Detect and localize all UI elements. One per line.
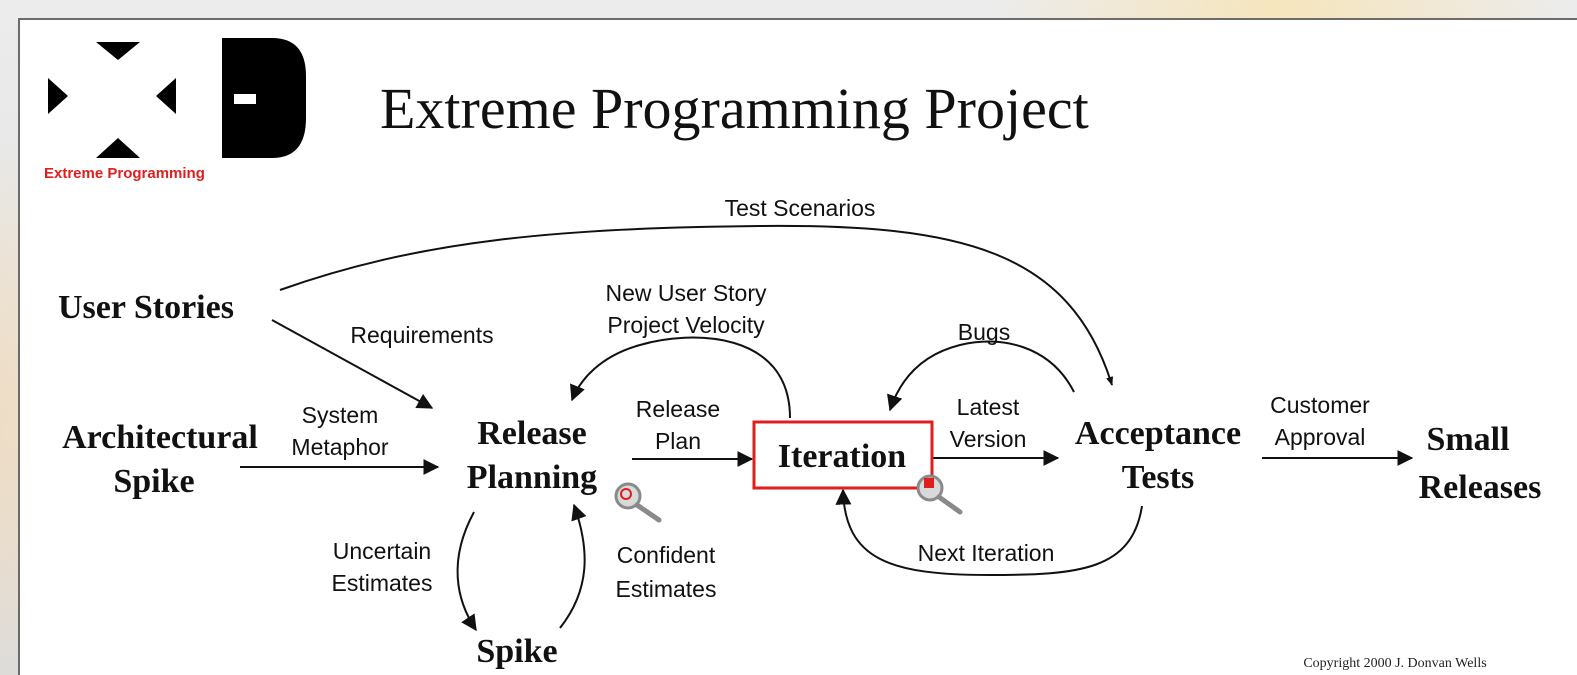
node-release-planning-line2[interactable]: Planning xyxy=(467,459,597,496)
edge-labels: Test Scenarios Requirements New User Sto… xyxy=(291,195,1370,602)
node-acceptance-tests-line2[interactable]: Tests xyxy=(1122,459,1194,496)
node-small-releases-line2[interactable]: Releases xyxy=(1419,469,1542,506)
edges xyxy=(240,224,1414,632)
logo-x-bottom xyxy=(96,138,140,158)
edge-next-iteration xyxy=(835,488,1143,577)
edge-bugs xyxy=(887,340,1075,412)
logo-x-left xyxy=(48,78,68,114)
edge-test-scenarios xyxy=(279,224,1114,386)
label-uncertain-estimates-line2: Estimates xyxy=(332,570,433,596)
label-next-iteration: Next Iteration xyxy=(918,540,1055,566)
nodes: User Stories Architectural Spike Release… xyxy=(58,289,1541,670)
logo-x-right xyxy=(156,78,176,114)
label-confident-estimates-line1: Confident xyxy=(617,542,716,568)
edge-uncertain-estimates xyxy=(456,511,477,632)
node-small-releases-line1[interactable]: Small xyxy=(1426,421,1509,458)
node-user-stories[interactable]: User Stories xyxy=(58,289,234,326)
node-acceptance-tests-line1[interactable]: Acceptance xyxy=(1075,415,1241,452)
edge-confident-estimates xyxy=(559,503,587,629)
magnifier-icon[interactable] xyxy=(614,482,662,523)
logo-x-top xyxy=(96,42,140,60)
label-latest-version-line2: Version xyxy=(950,426,1027,452)
magnifier-icon[interactable] xyxy=(916,474,963,515)
edge-new-user-story xyxy=(570,336,791,419)
label-project-velocity: Project Velocity xyxy=(607,312,765,338)
label-customer-approval-line1: Customer xyxy=(1270,392,1370,418)
label-system-metaphor-line2: Metaphor xyxy=(291,434,389,460)
label-release-plan-line1: Release xyxy=(636,396,720,422)
logo-caption: Extreme Programming xyxy=(44,165,205,182)
label-requirements: Requirements xyxy=(350,322,493,348)
label-bugs: Bugs xyxy=(958,319,1010,345)
xp-logo: Extreme Programming xyxy=(42,38,308,182)
iteration-box[interactable] xyxy=(752,420,934,490)
label-system-metaphor-line1: System xyxy=(302,402,379,428)
logo-p-bowl xyxy=(222,38,306,158)
node-architectural-spike-line1[interactable]: Architectural xyxy=(62,419,258,456)
label-customer-approval-line2: Approval xyxy=(1275,424,1366,450)
label-latest-version-line1: Latest xyxy=(957,394,1020,420)
label-test-scenarios: Test Scenarios xyxy=(725,195,876,221)
label-confident-estimates-line2: Estimates xyxy=(616,576,717,602)
copyright-notice: Copyright 2000 J. Donvan Wells xyxy=(1303,656,1486,671)
node-release-planning-line1[interactable]: Release xyxy=(477,415,587,452)
node-architectural-spike-line2[interactable]: Spike xyxy=(113,463,194,500)
edge-requirements xyxy=(271,319,434,409)
node-iteration[interactable]: Iteration xyxy=(778,438,907,475)
label-uncertain-estimates-line1: Uncertain xyxy=(333,538,431,564)
page-title: Extreme Programming Project xyxy=(380,76,1089,141)
node-spike[interactable]: Spike xyxy=(476,633,557,670)
label-release-plan-line2: Plan xyxy=(655,428,701,454)
label-new-user-story: New User Story xyxy=(605,280,767,306)
